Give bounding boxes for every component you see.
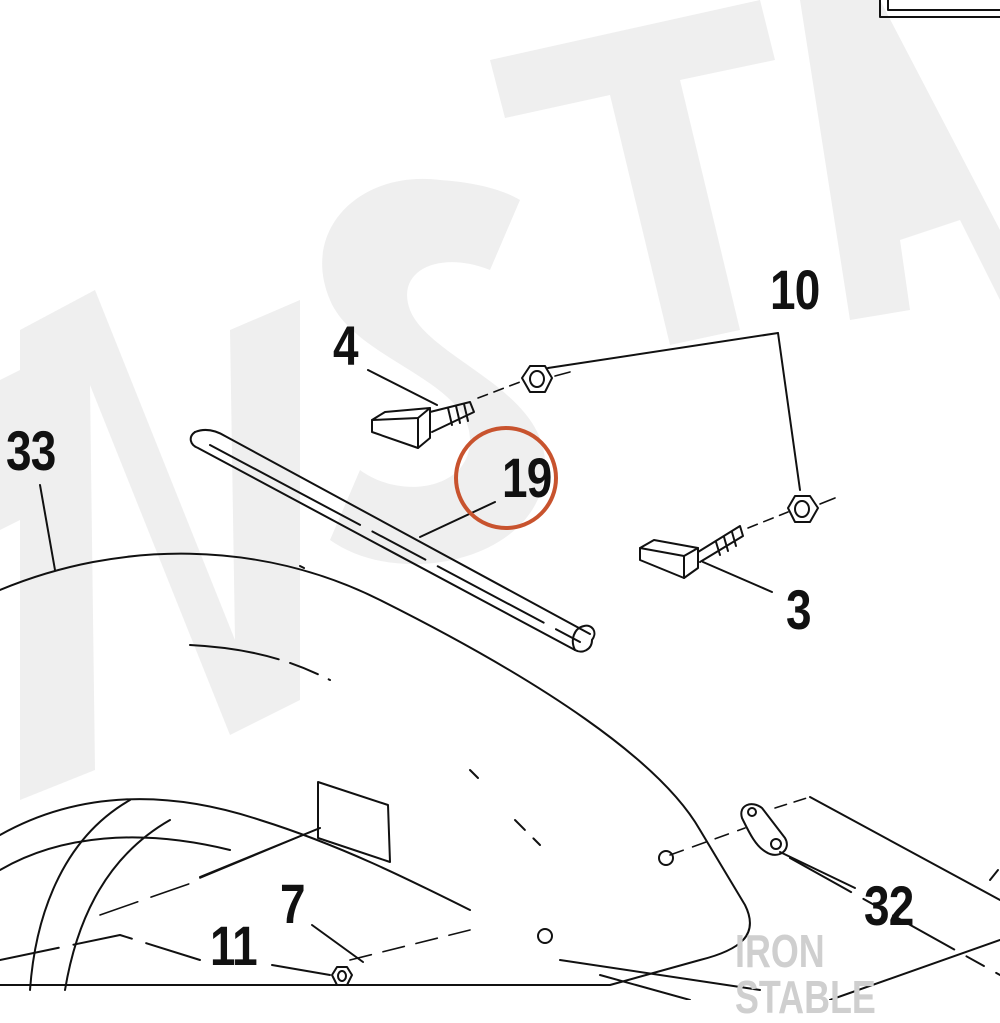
callout-32: 32 [864,874,914,937]
fender [0,552,761,1000]
clip-32 [740,803,788,856]
trim-strip [189,428,596,653]
bolt-4 [371,401,475,449]
callout-4: 4 [333,314,359,377]
watermark-background [0,0,1000,800]
callout-7: 7 [280,872,306,935]
bolt-3 [639,525,744,579]
callout-33: 33 [6,419,56,482]
nut-10-upper [521,365,553,393]
callout-10: 10 [770,258,820,321]
callout-19: 19 [502,446,552,509]
highlight-circle-19 [454,426,558,530]
frame-lower-right [789,796,1000,1000]
leader-lines [39,332,856,976]
top-right-part-fragment [879,0,1000,18]
nut-10-lower [787,495,819,523]
brand-watermark: IRON STABLE [735,925,876,1023]
reflector [317,781,391,863]
callout-11: 11 [210,914,258,977]
exploded-parts-diagram [0,0,1000,1000]
nut-11 [331,966,353,986]
callout-3: 3 [786,578,812,641]
